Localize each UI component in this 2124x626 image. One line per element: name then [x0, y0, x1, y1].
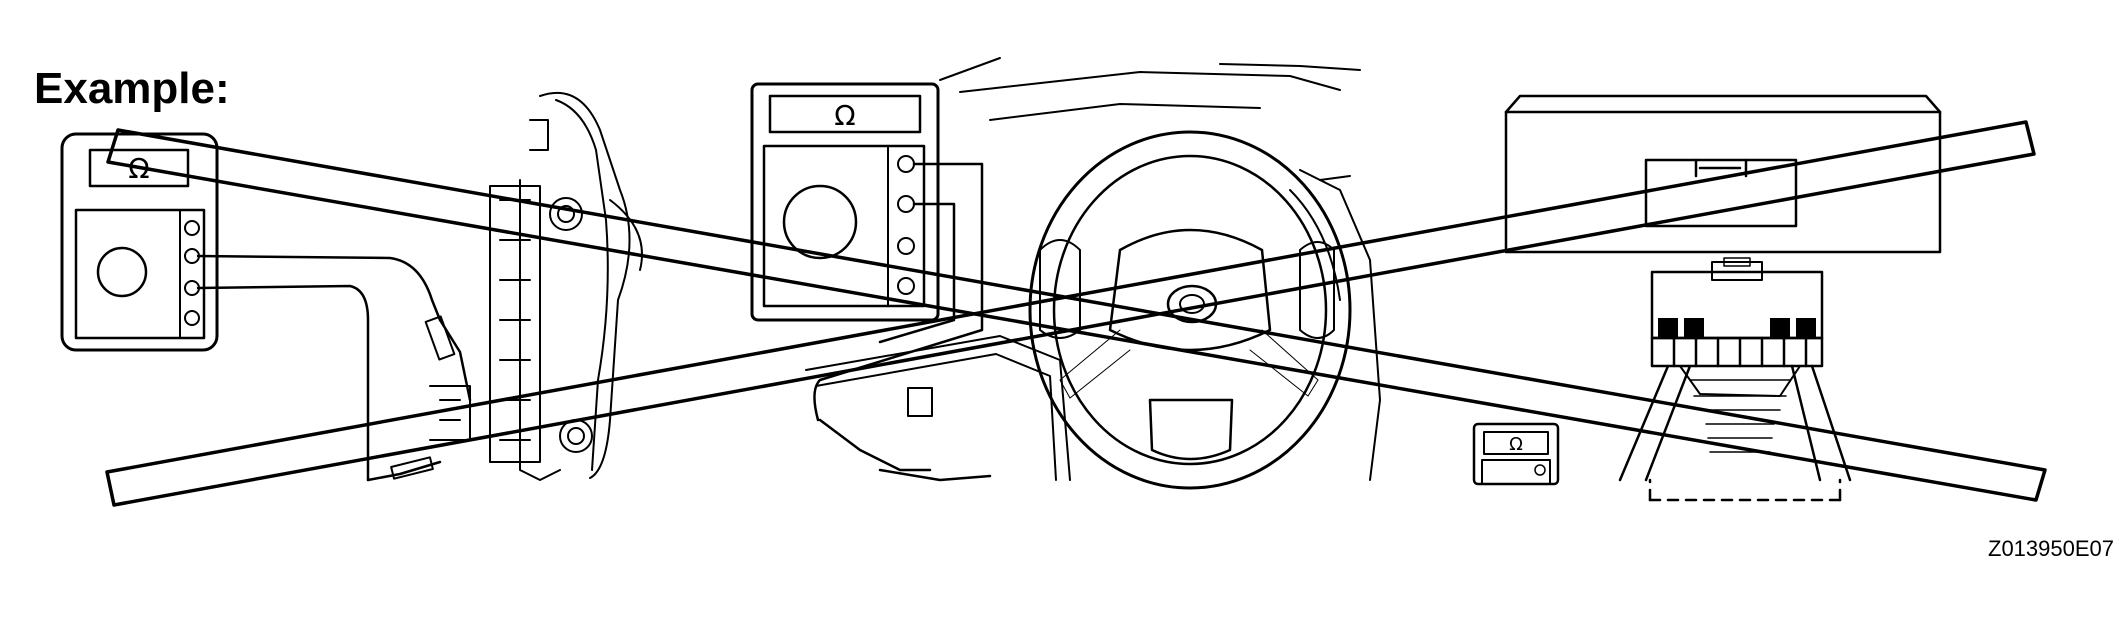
wire-connector — [1618, 257, 1852, 502]
ohm-label-center: Ω — [834, 99, 855, 132]
probe-leads-center — [813, 162, 992, 482]
prohibition-cross — [105, 120, 2047, 507]
side-airbag-assembly — [429, 91, 643, 481]
ohm-label-right: Ω — [1509, 434, 1523, 455]
probe-leads-left — [196, 254, 472, 482]
steering-wheel — [1028, 130, 1352, 490]
example-label: Example: — [34, 64, 230, 113]
multimeter-left: Ω — [60, 132, 219, 352]
multimeter-right: Ω — [1472, 422, 1560, 486]
multimeter-center: Ω — [750, 82, 940, 322]
airbag-sensor-box — [1504, 94, 1942, 254]
figure-code: Z013950E07 — [1988, 536, 2114, 561]
